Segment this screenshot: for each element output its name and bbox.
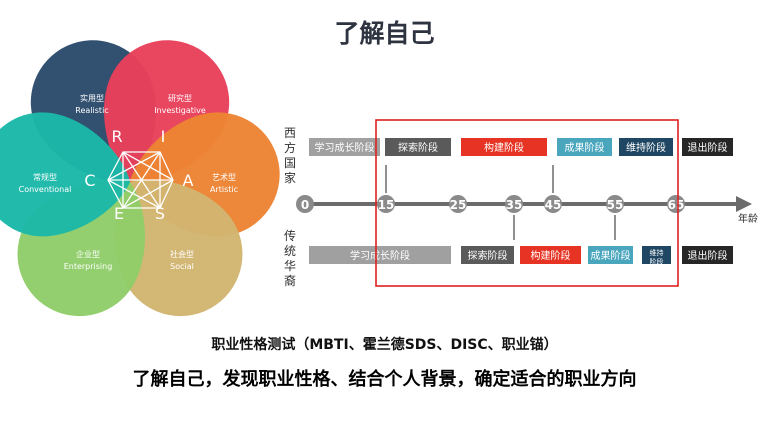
age-tick-label: 55 xyxy=(607,198,624,212)
age-marker xyxy=(449,195,467,213)
petal-english-name: Realistic xyxy=(75,106,108,115)
age-marker xyxy=(296,195,314,213)
riasec-hexagon xyxy=(107,151,174,209)
age-marker xyxy=(606,195,624,213)
west-stage-bar xyxy=(385,138,451,156)
petal-shape xyxy=(0,112,130,237)
side-label-char: 家 xyxy=(284,170,296,185)
petal-letter-enterprising: E xyxy=(114,204,124,223)
petal-name: 实用型 xyxy=(80,93,104,103)
age-tick-label: 15 xyxy=(378,198,395,212)
east-stage-label: 学习成长阶段 xyxy=(350,249,410,262)
age-tick-label: 65 xyxy=(668,198,685,212)
east-stage-label: 退出阶段 xyxy=(688,249,728,262)
petal-name: 研究型 xyxy=(168,93,192,103)
age-marker xyxy=(377,195,395,213)
petal-name: 艺术型 xyxy=(212,172,236,182)
age-marker xyxy=(544,195,562,213)
highlight-frame xyxy=(375,119,679,287)
axis-unit-label: 年龄 xyxy=(738,212,758,225)
east-stage-bar xyxy=(682,246,733,264)
west-stage-label: 学习成长阶段 xyxy=(315,141,375,154)
west-stage-label: 构建阶段 xyxy=(484,141,524,154)
hexagon-diagonal xyxy=(107,151,161,181)
petal-social xyxy=(115,179,243,317)
side-label-char: 裔 xyxy=(284,273,296,288)
side-label-char: 统 xyxy=(284,244,296,258)
side-label-char: 华 xyxy=(284,259,296,273)
west-stage-label: 探索阶段 xyxy=(398,141,438,154)
petal-name: 企业型 xyxy=(76,249,100,259)
side-label-char: 西 xyxy=(284,126,296,140)
side-label-char: 国 xyxy=(284,156,296,170)
petal-english-name: Investigative xyxy=(154,106,206,115)
petal-english-name: Artistic xyxy=(210,185,238,194)
petal-english-name: Enterprising xyxy=(64,262,113,271)
west-stage-label: 成果阶段 xyxy=(565,141,605,154)
west-stage-bar xyxy=(309,138,380,156)
petal-letter-realistic: R xyxy=(111,127,122,146)
petal-letter-artistic: A xyxy=(183,171,194,190)
petal-letter-social: S xyxy=(155,204,165,223)
west-stage-bar xyxy=(557,138,612,156)
petal-letter-conventional: C xyxy=(84,171,95,190)
east-stage-bar xyxy=(588,246,633,264)
age-tick-label: 0 xyxy=(301,198,309,212)
side-label-char: 方 xyxy=(284,140,296,155)
label-line: 阶段 xyxy=(650,257,664,266)
hexagon-diagonal xyxy=(122,151,174,181)
west-stage-label: 退出阶段 xyxy=(688,141,728,154)
west-stage-bar xyxy=(461,138,547,156)
assessment-caption: 职业性格测试（MBTI、霍兰德SDS、DISC、职业锚） xyxy=(211,337,558,353)
west-stage-label: 维持阶段 xyxy=(626,141,666,154)
west-stage-bar xyxy=(619,138,673,156)
east-stage-label: 成果阶段 xyxy=(591,249,631,262)
east-stage-label: 探索阶段 xyxy=(468,249,508,262)
age-tick-label: 25 xyxy=(450,198,467,212)
label-line: 维持 xyxy=(650,248,664,257)
hexagon-diagonal xyxy=(107,179,161,209)
east-stage-bar xyxy=(642,246,671,264)
axis-arrow xyxy=(736,196,752,212)
side-label-char: 传 xyxy=(284,228,296,243)
stage-dividers xyxy=(385,165,616,240)
page-title: 了解自己 xyxy=(334,19,435,48)
petal-shape xyxy=(115,179,243,317)
east-stage-label: 构建阶段 xyxy=(531,249,571,262)
east-stage-bar xyxy=(461,246,514,264)
east-stage-label: 维持阶段 xyxy=(650,248,664,266)
age-marker xyxy=(667,195,685,213)
petal-english-name: Conventional xyxy=(19,185,72,194)
main-caption: 了解自己，发现职业性格、结合个人背景，确定适合的职业方向 xyxy=(132,369,637,390)
west-stage-bar xyxy=(682,138,733,156)
age-marker xyxy=(505,195,523,213)
east-stage-bar xyxy=(309,246,451,264)
petal-conventional xyxy=(0,112,130,237)
east-stage-bar xyxy=(520,246,581,264)
hexagon-diagonal xyxy=(122,179,174,209)
petal-name: 社会型 xyxy=(170,249,194,259)
petal-english-name: Social xyxy=(170,262,194,271)
petal-letter-investigative: I xyxy=(161,127,166,146)
age-tick-label: 45 xyxy=(545,198,562,212)
age-tick-label: 35 xyxy=(506,198,523,212)
petal-name: 常规型 xyxy=(33,172,57,182)
